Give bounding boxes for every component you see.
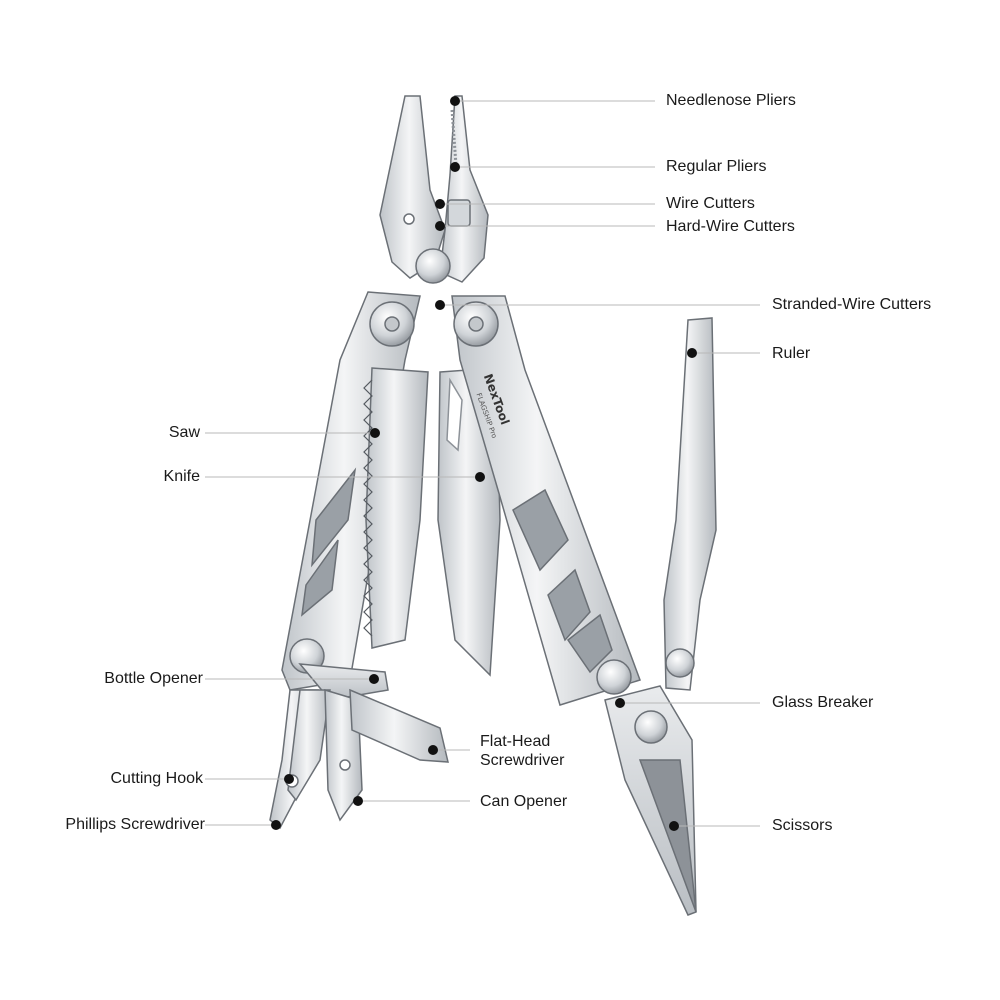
dot-bottle-opener <box>369 674 379 684</box>
label-can-opener: Can Opener <box>480 793 568 810</box>
label-regular-pliers: Regular Pliers <box>666 158 767 175</box>
label-glass-breaker: Glass Breaker <box>772 694 874 711</box>
dot-saw <box>370 428 380 438</box>
bottom-tools <box>269 663 449 830</box>
right-handle <box>451 295 641 706</box>
dot-knife <box>475 472 485 482</box>
dot-flat-head-screwdriver <box>428 745 438 755</box>
label-scissors: Scissors <box>772 817 833 834</box>
dot-phillips-screwdriver <box>271 820 281 830</box>
dot-needlenose-pliers <box>450 96 460 106</box>
dot-regular-pliers <box>450 162 460 172</box>
scissors-tool <box>604 685 697 916</box>
dot-wire-cutters <box>435 199 445 209</box>
dot-cutting-hook <box>284 774 294 784</box>
label-bottle-opener: Bottle Opener <box>104 670 203 687</box>
dot-stranded-wire-cutters <box>435 300 445 310</box>
label-phillips-screwdriver: Phillips Screwdriver <box>65 816 205 833</box>
saw-blade <box>363 367 429 649</box>
label-hard-wire-cutters: Hard-Wire Cutters <box>666 218 795 235</box>
dot-glass-breaker <box>615 698 625 708</box>
dot-hard-wire-cutters <box>435 221 445 231</box>
label-wire-cutters: Wire Cutters <box>666 195 755 212</box>
dot-ruler <box>687 348 697 358</box>
label-flat-head-screwdriver: Flat-Head Screwdriver <box>480 733 565 770</box>
label-stranded-wire-cutters: Stranded-Wire Cutters <box>772 296 932 313</box>
label-cutting-hook: Cutting Hook <box>110 770 204 787</box>
label-knife: Knife <box>163 468 200 485</box>
ruler-tool <box>663 317 717 691</box>
dot-can-opener <box>353 796 363 806</box>
label-saw: Saw <box>168 424 200 441</box>
dot-scissors <box>669 821 679 831</box>
label-ruler: Ruler <box>772 345 811 362</box>
pliers-head <box>379 95 489 284</box>
label-needlenose-pliers: Needlenose Pliers <box>666 92 796 109</box>
